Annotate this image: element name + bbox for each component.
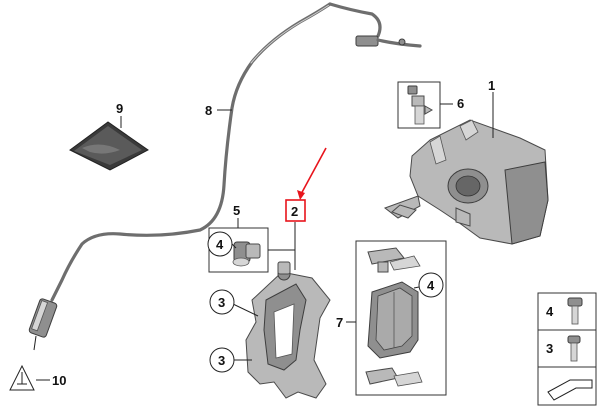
wear-sensor-icon[interactable] [28, 298, 58, 351]
guide-bolt-kit-icon[interactable] [232, 241, 261, 267]
bolt-icon[interactable] [567, 297, 583, 325]
bleeder-valve-icon[interactable] [407, 85, 434, 125]
legend-number-3: 3 [546, 341, 553, 356]
caliper-carrier-icon[interactable] [245, 261, 331, 399]
callout-3a[interactable]: 3 [218, 295, 225, 310]
brake-hose-icon[interactable] [50, 2, 422, 302]
bolt-icon-small[interactable] [567, 335, 581, 362]
highlight-arrow [297, 147, 327, 200]
callout-4b[interactable]: 4 [427, 278, 435, 293]
arrow-stamp-icon [547, 379, 593, 401]
callout-6[interactable]: 6 [457, 96, 464, 111]
callout-circle-3a [209, 289, 235, 315]
callout-4a[interactable]: 4 [216, 237, 224, 252]
callout-3b[interactable]: 3 [218, 353, 225, 368]
callout-circle-4b [418, 272, 444, 298]
callout-2[interactable]: 2 [291, 204, 298, 219]
brake-pad-box [355, 240, 447, 396]
brake-caliper-icon[interactable] [383, 119, 549, 245]
callout-8[interactable]: 8 [205, 103, 212, 118]
callout-5[interactable]: 5 [233, 203, 240, 218]
callout-circle-3b [209, 347, 235, 373]
callout-7[interactable]: 7 [336, 315, 343, 330]
brake-pad-set-icon[interactable] [365, 247, 423, 387]
bleeder-valve-box [397, 81, 441, 129]
legend-number-4: 4 [546, 304, 554, 319]
highlight-box-2 [285, 199, 306, 222]
grease-pack-icon[interactable] [69, 121, 149, 171]
ground-symbol-icon [9, 364, 35, 391]
callout-9[interactable]: 9 [116, 101, 123, 116]
legend-box [537, 292, 597, 406]
callout-1[interactable]: 1 [488, 78, 495, 93]
leader-lines [36, 92, 494, 381]
callout-circle-4a [207, 231, 233, 257]
callout-10[interactable]: 10 [52, 373, 66, 388]
